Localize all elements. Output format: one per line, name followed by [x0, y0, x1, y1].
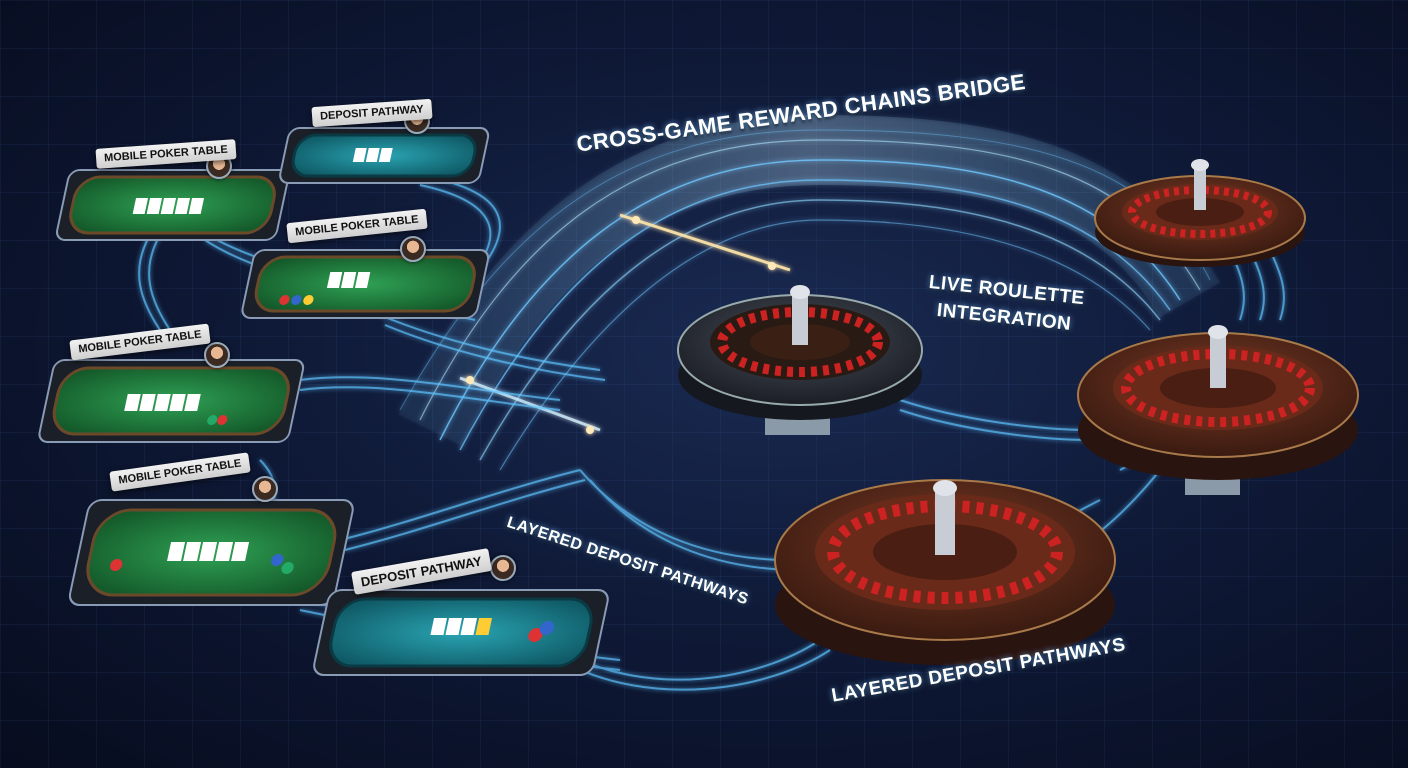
roulette-wheel-top: [1094, 159, 1306, 267]
player-avatar-5: [252, 476, 278, 502]
mobile-poker-device-1: [56, 169, 290, 241]
mobile-poker-device-2: [241, 249, 490, 319]
roulette-wheel-bottom: [774, 479, 1116, 665]
deposit-pathway-device-1: [279, 127, 490, 184]
mobile-poker-device-4: [68, 499, 354, 606]
player-avatar-3: [400, 236, 426, 262]
mobile-poker-device-3: [38, 359, 305, 443]
deposit-pathway-device-2: [313, 589, 609, 676]
player-avatar-6: [490, 555, 516, 581]
roulette-wheel-right: [1077, 325, 1359, 495]
roulette-wheel-center: [677, 285, 923, 435]
player-avatar-4: [204, 342, 230, 368]
